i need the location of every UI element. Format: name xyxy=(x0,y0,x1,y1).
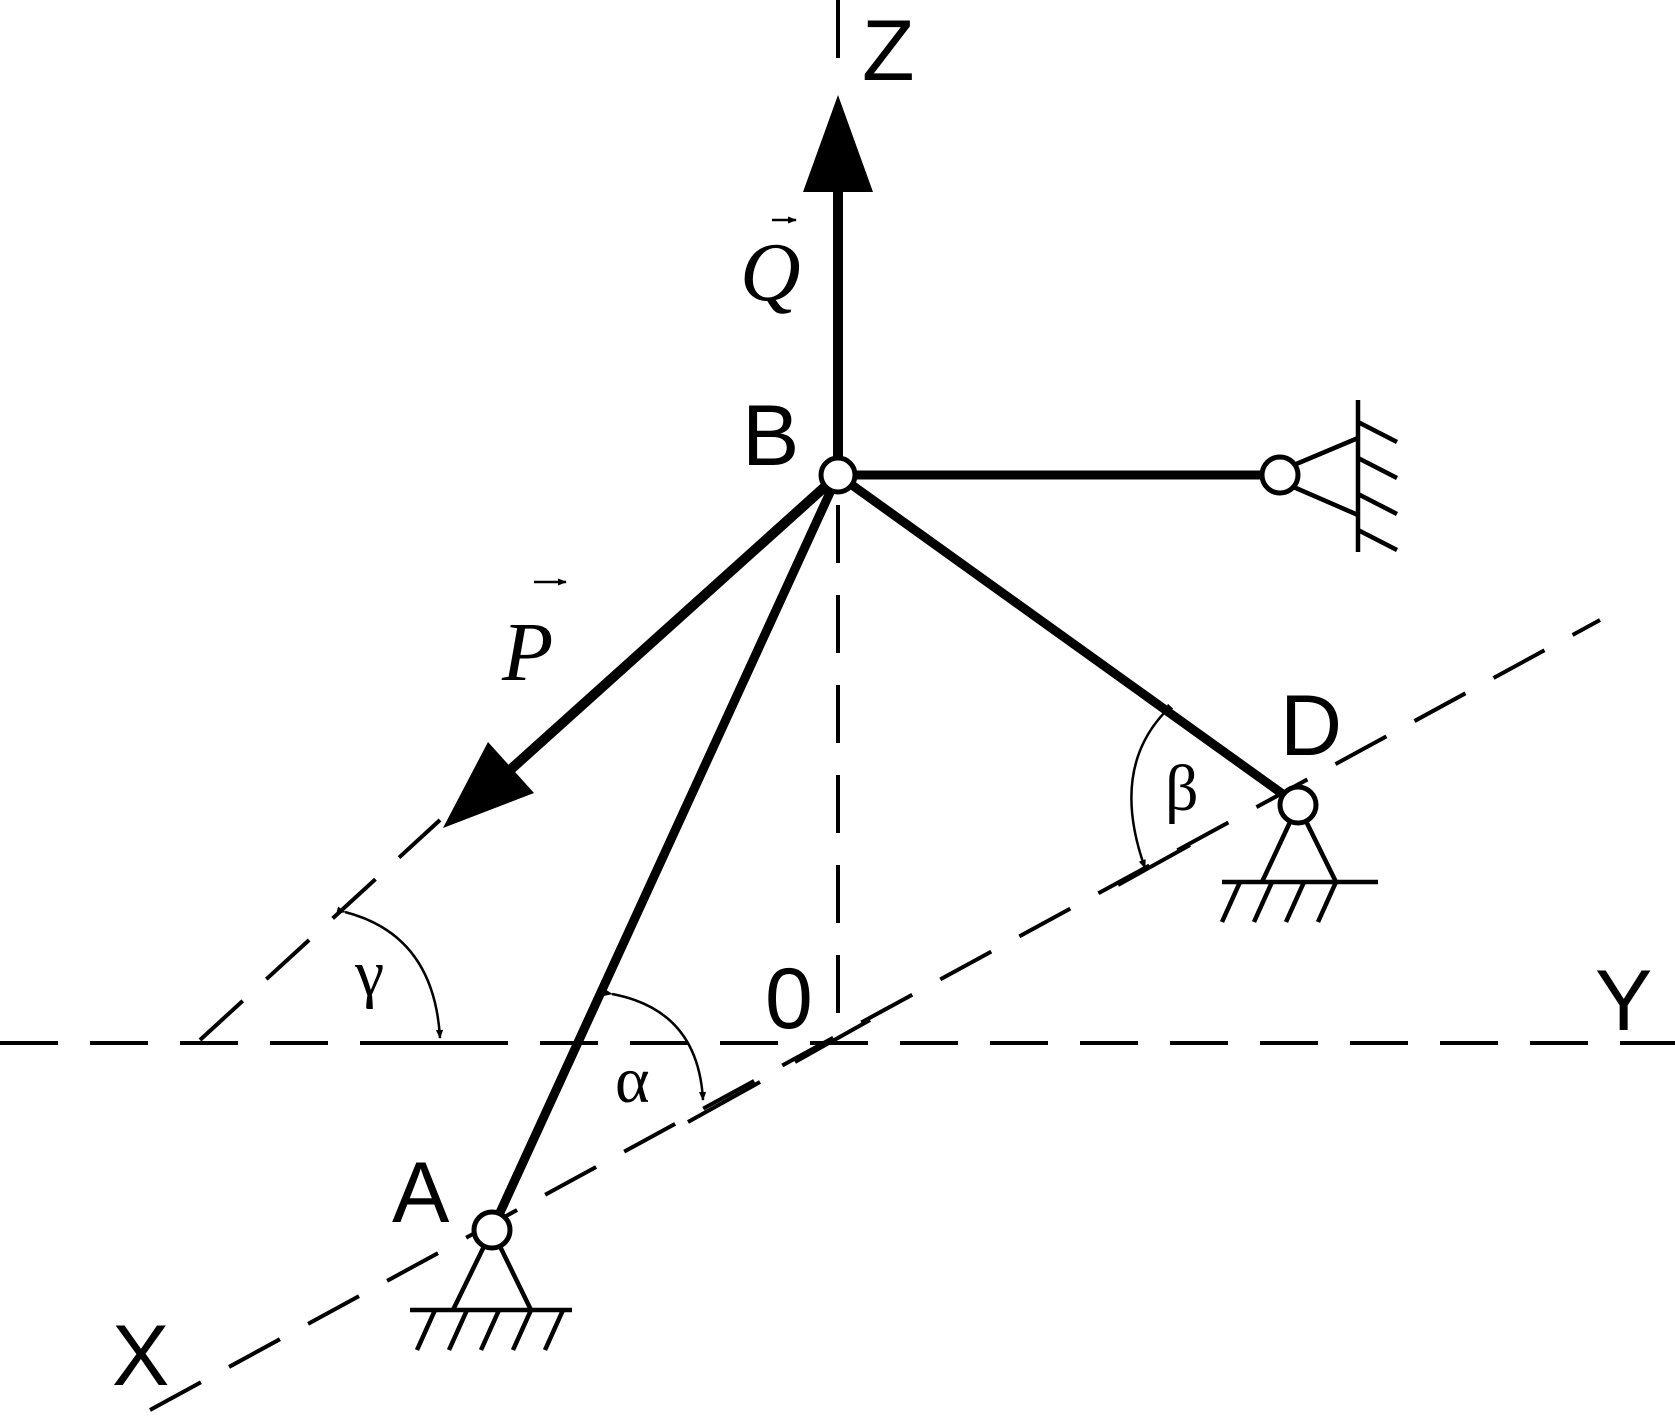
hinge-d xyxy=(1277,784,1319,826)
angle-beta-label: β xyxy=(1165,752,1199,825)
support-a-hatch-3 xyxy=(478,1309,502,1351)
angle-gamma-label: γ xyxy=(354,937,384,1010)
axis-y-label: Y xyxy=(1595,953,1652,1049)
alpha-tick xyxy=(687,1080,761,1124)
wall-hatch-1 xyxy=(1356,419,1399,445)
alpha-arc xyxy=(603,988,707,1101)
member-ba xyxy=(487,470,843,1235)
labels: Z Y X 0 B A D Q P α β γ xyxy=(112,3,1652,1404)
wall-hatch-2 xyxy=(1356,455,1399,481)
force-q-label: Q xyxy=(740,226,801,319)
axis-x-label: X xyxy=(112,1308,169,1404)
point-b-label: B xyxy=(742,388,799,484)
force-p-label: P xyxy=(501,606,553,699)
support-a-hatch-1 xyxy=(414,1309,438,1351)
support-d-hatch-4 xyxy=(1315,881,1339,923)
hinge-b xyxy=(818,455,858,495)
beta-tick xyxy=(1117,843,1191,887)
vector-overbars xyxy=(534,216,797,586)
angle-arcs xyxy=(336,703,1174,1101)
gamma-arc xyxy=(336,906,444,1039)
support-d-hatch-3 xyxy=(1283,881,1307,923)
wall-hatch-4 xyxy=(1356,527,1399,553)
hinges xyxy=(471,454,1319,1251)
origin-tick xyxy=(794,1018,871,1064)
force-p-head xyxy=(443,742,534,828)
truss-members xyxy=(487,470,1303,1235)
hinge-a xyxy=(471,1209,513,1251)
support-a-hatch-4 xyxy=(510,1309,534,1351)
axis-z-label: Z xyxy=(862,3,915,99)
support-d-hatch-1 xyxy=(1219,881,1243,923)
support-a-hatch-5 xyxy=(542,1309,566,1351)
x-axis-line xyxy=(149,618,1601,1412)
point-a-label: A xyxy=(392,1145,450,1241)
force-p-shaft xyxy=(506,471,842,774)
member-bd xyxy=(833,470,1303,810)
p-direction-line xyxy=(198,818,442,1042)
point-d-label: D xyxy=(1280,678,1342,774)
support-d-hatch-2 xyxy=(1251,881,1275,923)
angle-alpha-label: α xyxy=(615,1044,650,1117)
origin-label: 0 xyxy=(765,951,813,1047)
hinge-wall xyxy=(1259,454,1301,496)
beta-arc xyxy=(1130,703,1174,869)
force-p-arrow xyxy=(443,471,842,828)
wall-hatch-3 xyxy=(1356,491,1399,517)
support-a-hatch-2 xyxy=(446,1309,470,1351)
force-q-head xyxy=(803,95,873,192)
force-q-arrow xyxy=(803,95,873,475)
